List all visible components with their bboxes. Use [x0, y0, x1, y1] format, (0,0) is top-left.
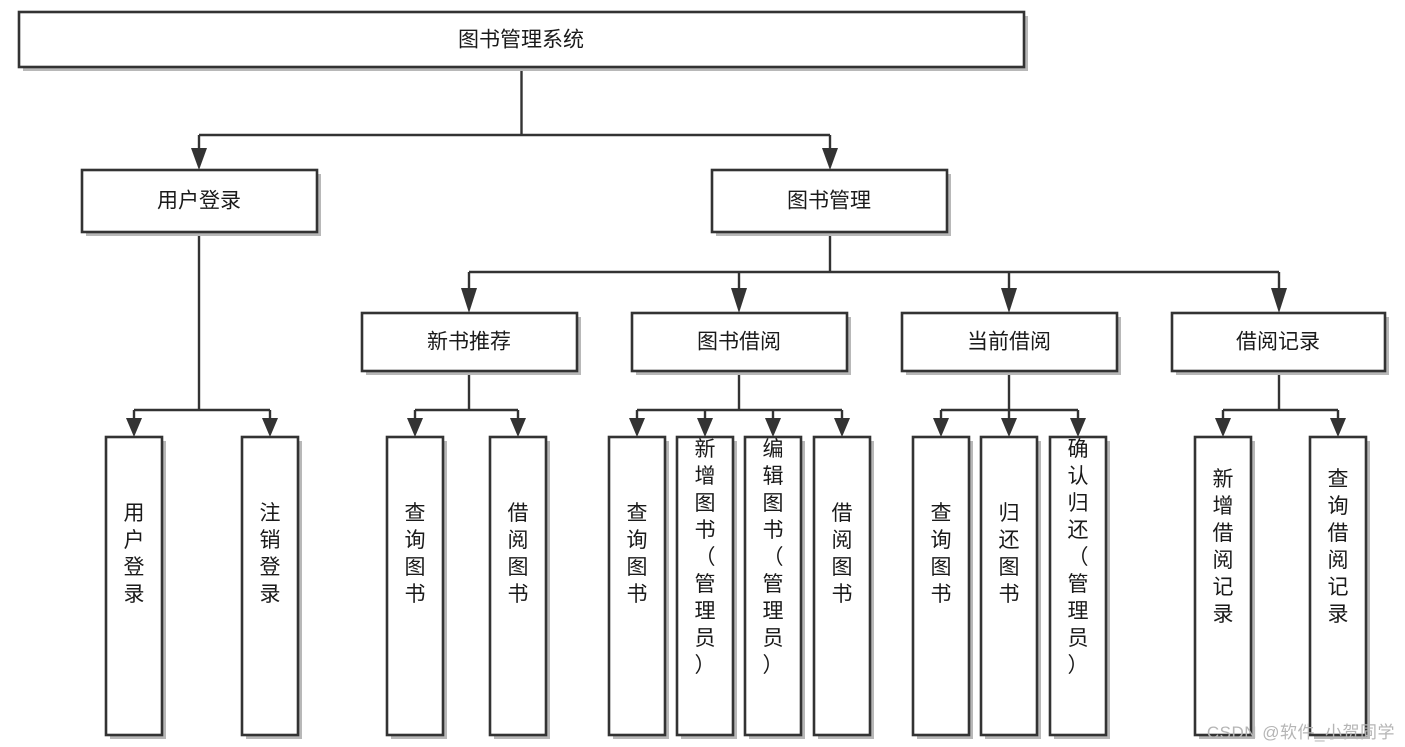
node-leaf-query-book-2-box	[607, 435, 667, 737]
node-leaf-confirm-return-admin[interactable]: 确认归还（管理员）	[1048, 435, 1110, 739]
node-leaf-edit-book-admin-label: 编辑图书（管理员）	[763, 438, 784, 677]
node-leaf-add-book-admin-label: 新增图书（管理员）	[695, 438, 716, 677]
node-leaf-query-book-1-label: 查询图书	[405, 502, 426, 606]
node-leaf-query-borrow-record-box	[1308, 435, 1368, 737]
node-root[interactable]: 图书管理系统	[17, 10, 1028, 71]
arrow-to-leaf-confirm-return-admin	[1070, 418, 1086, 437]
node-leaf-return-book-label: 归还图书	[999, 502, 1020, 606]
node-leaf-add-borrow-record-label: 新增借阅记录	[1213, 468, 1234, 626]
node-leaf-return-book[interactable]: 归还图书	[979, 435, 1041, 739]
node-leaf-query-borrow-record[interactable]: 查询借阅记录	[1308, 435, 1370, 739]
node-leaf-query-book-2[interactable]: 查询图书	[607, 435, 669, 739]
node-borrow-record[interactable]: 借阅记录	[1170, 311, 1389, 375]
node-new-book-recommend-box	[360, 311, 579, 373]
node-leaf-logout-login-label: 注销登录	[260, 502, 281, 606]
node-borrow-record-label: 借阅记录	[1236, 331, 1320, 354]
node-leaf-query-book-3-label: 查询图书	[931, 502, 952, 606]
arrow-to-leaf-user-login	[126, 418, 142, 437]
node-book-borrow[interactable]: 图书借阅	[630, 311, 851, 375]
node-leaf-query-book-1[interactable]: 查询图书	[385, 435, 447, 739]
arrow-to-book-manage	[822, 148, 838, 170]
node-leaf-add-book-admin[interactable]: 新增图书（管理员）	[675, 435, 737, 739]
node-root-label: 图书管理系统	[458, 29, 584, 52]
node-leaf-borrow-book-2-label: 借阅图书	[832, 502, 853, 606]
arrow-to-leaf-return-book	[1001, 418, 1017, 437]
arrow-to-new-book-recommend	[461, 288, 477, 313]
watermark-label: CSDN @软件_小贺同学	[1206, 723, 1395, 742]
node-leaf-return-book-box	[979, 435, 1039, 737]
node-leaf-query-book-2-label: 查询图书	[627, 502, 648, 606]
node-leaf-borrow-book-1-box	[488, 435, 548, 737]
arrow-to-leaf-edit-book-admin	[765, 418, 781, 437]
arrow-to-leaf-add-borrow-record	[1215, 418, 1231, 437]
node-borrow-record-box	[1170, 311, 1387, 373]
node-book-borrow-box	[630, 311, 849, 373]
node-new-book-recommend[interactable]: 新书推荐	[360, 311, 581, 375]
node-leaf-user-login[interactable]: 用户登录	[104, 435, 166, 739]
node-leaf-logout-login[interactable]: 注销登录	[240, 435, 302, 739]
node-leaf-borrow-book-2-box	[812, 435, 872, 737]
node-leaf-confirm-return-admin-box	[1048, 435, 1108, 737]
node-leaf-edit-book-admin-box	[743, 435, 803, 737]
node-current-borrow-box	[900, 311, 1119, 373]
node-leaf-user-login-label: 用户登录	[124, 502, 145, 606]
node-leaf-borrow-book-2[interactable]: 借阅图书	[812, 435, 874, 739]
edge-layer	[126, 67, 1346, 437]
node-leaf-add-borrow-record-box	[1193, 435, 1253, 737]
node-book-manage-label: 图书管理	[787, 190, 871, 213]
arrow-to-current-borrow	[1001, 288, 1017, 313]
node-current-borrow-label: 当前借阅	[967, 331, 1051, 354]
node-leaf-add-book-admin-box	[675, 435, 735, 737]
node-leaf-add-borrow-record[interactable]: 新增借阅记录	[1193, 435, 1255, 739]
node-leaf-query-borrow-record-label: 查询借阅记录	[1328, 468, 1349, 626]
node-leaf-query-book-1-box	[385, 435, 445, 737]
node-leaf-query-book-3[interactable]: 查询图书	[911, 435, 973, 739]
node-new-book-recommend-label: 新书推荐	[427, 331, 511, 354]
node-leaf-logout-login-box	[240, 435, 300, 737]
node-leaf-edit-book-admin[interactable]: 编辑图书（管理员）	[743, 435, 805, 739]
arrow-to-user-login	[191, 148, 207, 170]
node-user-login-label: 用户登录	[157, 190, 241, 213]
arrow-to-leaf-logout-login	[262, 418, 278, 437]
arrow-to-leaf-query-book-3	[933, 418, 949, 437]
arrow-to-leaf-borrow-book-1	[510, 418, 526, 437]
node-leaf-borrow-book-1-label: 借阅图书	[508, 502, 529, 606]
node-current-borrow[interactable]: 当前借阅	[900, 311, 1121, 375]
node-leaf-borrow-book-1[interactable]: 借阅图书	[488, 435, 550, 739]
node-root-box	[17, 10, 1026, 69]
node-book-manage-box	[710, 168, 949, 234]
node-user-login-box	[80, 168, 319, 234]
arrow-to-leaf-add-book-admin	[697, 418, 713, 437]
arrow-to-borrow-record	[1271, 288, 1287, 313]
arrow-to-leaf-query-book-1	[407, 418, 423, 437]
node-leaf-confirm-return-admin-label: 确认归还（管理员）	[1068, 438, 1089, 677]
node-leaf-user-login-box	[104, 435, 164, 737]
node-book-borrow-label: 图书借阅	[697, 331, 781, 354]
arrow-to-leaf-query-borrow-record	[1330, 418, 1346, 437]
node-leaf-query-book-3-box	[911, 435, 971, 737]
node-user-login[interactable]: 用户登录	[80, 168, 321, 236]
arrow-to-book-borrow	[731, 288, 747, 313]
arrow-to-leaf-borrow-book-2	[834, 418, 850, 437]
arrow-to-leaf-query-book-2	[629, 418, 645, 437]
node-book-manage[interactable]: 图书管理	[710, 168, 951, 236]
